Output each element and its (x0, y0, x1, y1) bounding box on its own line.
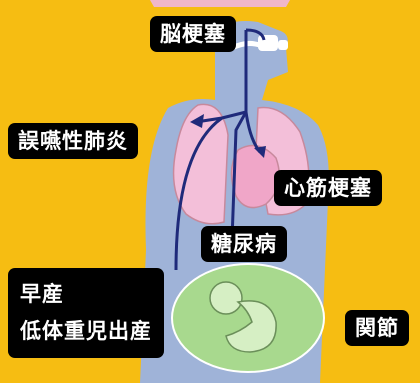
label-myocardial-infarction-text: 心筋梗塞 (284, 176, 372, 200)
label-diabetes-text: 糖尿病 (211, 232, 277, 256)
label-aspiration-pneumonia: 誤嚥性肺炎 (8, 123, 138, 160)
label-aspiration-pneumonia-text: 誤嚥性肺炎 (18, 129, 128, 153)
label-diabetes: 糖尿病 (201, 226, 287, 263)
blood-vessel-icon (174, 28, 266, 271)
top-strip (150, 0, 290, 7)
label-low-birth-weight-text: 低体重児出産 (20, 318, 152, 343)
label-stroke-text: 脳梗塞 (160, 22, 226, 46)
fetus-icon (209, 281, 277, 353)
label-preterm-low-birth-weight: 早産 低体重児出産 (8, 268, 164, 358)
womb (171, 263, 325, 373)
label-joint-text: 関節 (355, 316, 399, 340)
heart-icon (230, 144, 281, 209)
label-preterm-text: 早産 (20, 282, 64, 306)
label-joint: 関節 (345, 310, 409, 347)
label-myocardial-infarction: 心筋梗塞 (274, 170, 382, 207)
label-stroke: 脳梗塞 (150, 16, 236, 53)
